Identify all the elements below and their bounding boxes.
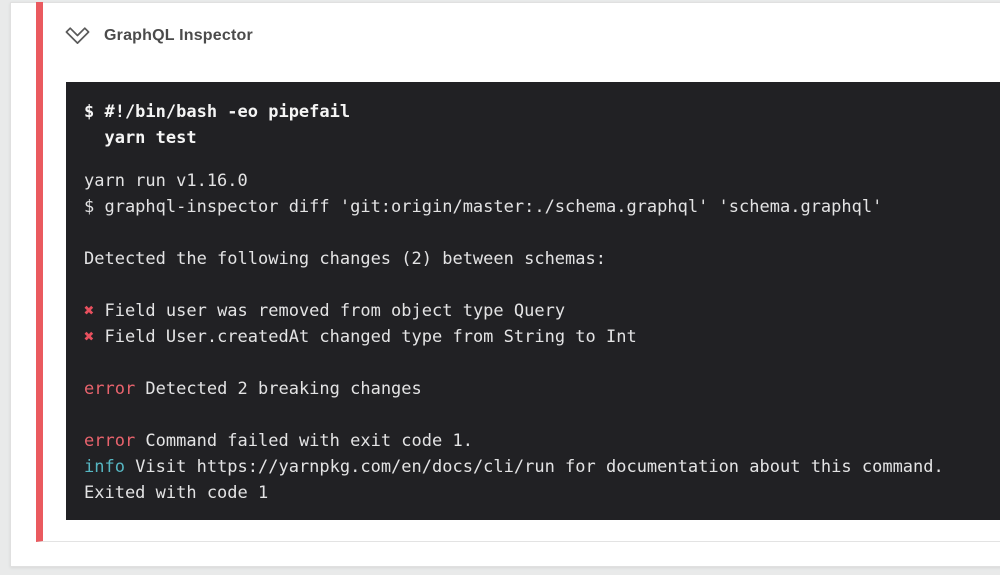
- output-block: yarn run v1.16.0 $ graphql-inspector diff…: [84, 168, 1000, 506]
- terminal-text-segment: Field user was removed from object type …: [94, 301, 566, 321]
- step-header[interactable]: GraphQL Inspector: [43, 2, 1000, 70]
- terminal-text-segment: Exited with code 1: [84, 483, 269, 503]
- terminal-line: [84, 220, 1000, 246]
- terminal-line: $ #!/bin/bash -eo pipefail: [84, 102, 351, 122]
- terminal-line: error Command failed with exit code 1.: [84, 428, 1000, 454]
- terminal-text-segment: error: [84, 431, 136, 451]
- terminal-text-segment: yarn run v1.16.0: [84, 171, 248, 191]
- terminal-text-segment: $ graphql-inspector diff 'git:origin/mas…: [84, 197, 883, 217]
- collapse-chevron-icon[interactable]: [64, 26, 91, 46]
- terminal-line: yarn run v1.16.0: [84, 168, 1000, 194]
- terminal-line: Detected the following changes (2) betwe…: [84, 246, 1000, 272]
- build-output-panel: GraphQL Inspector $ #!/bin/bash -eo pipe…: [10, 2, 1000, 567]
- terminal-text-segment: Visit https://yarnpkg.com/en/docs/cli/ru…: [124, 457, 944, 477]
- terminal-text-segment: error: [84, 379, 136, 399]
- terminal-line: Exited with code 1: [84, 480, 1000, 506]
- terminal-line: ✖ Field User.createdAt changed type from…: [84, 324, 1000, 350]
- terminal-line: [84, 350, 1000, 376]
- terminal-line: yarn test: [84, 128, 197, 148]
- command-block: $ #!/bin/bash -eo pipefail yarn test: [84, 99, 1000, 151]
- terminal-line: $ graphql-inspector diff 'git:origin/mas…: [84, 194, 1000, 220]
- terminal-text-segment: Command failed with exit code 1.: [135, 431, 473, 451]
- terminal-text-segment: Detected 2 breaking changes: [135, 379, 422, 399]
- terminal-output: $ #!/bin/bash -eo pipefail yarn test yar…: [66, 82, 1000, 520]
- terminal-line: [84, 402, 1000, 428]
- terminal-text-segment: Field User.createdAt changed type from S…: [94, 327, 637, 347]
- terminal-text-segment: info: [84, 457, 125, 477]
- terminal-text-segment: ✖: [84, 301, 95, 321]
- terminal-text-segment: Detected the following changes (2) betwe…: [84, 249, 606, 269]
- terminal-line: [84, 272, 1000, 298]
- failed-step-section: GraphQL Inspector $ #!/bin/bash -eo pipe…: [36, 2, 1000, 542]
- terminal-line: ✖ Field user was removed from object typ…: [84, 298, 1000, 324]
- terminal-line: info Visit https://yarnpkg.com/en/docs/c…: [84, 454, 1000, 480]
- terminal-text-segment: ✖: [84, 327, 95, 347]
- step-title: GraphQL Inspector: [104, 27, 253, 44]
- terminal-line: error Detected 2 breaking changes: [84, 376, 1000, 402]
